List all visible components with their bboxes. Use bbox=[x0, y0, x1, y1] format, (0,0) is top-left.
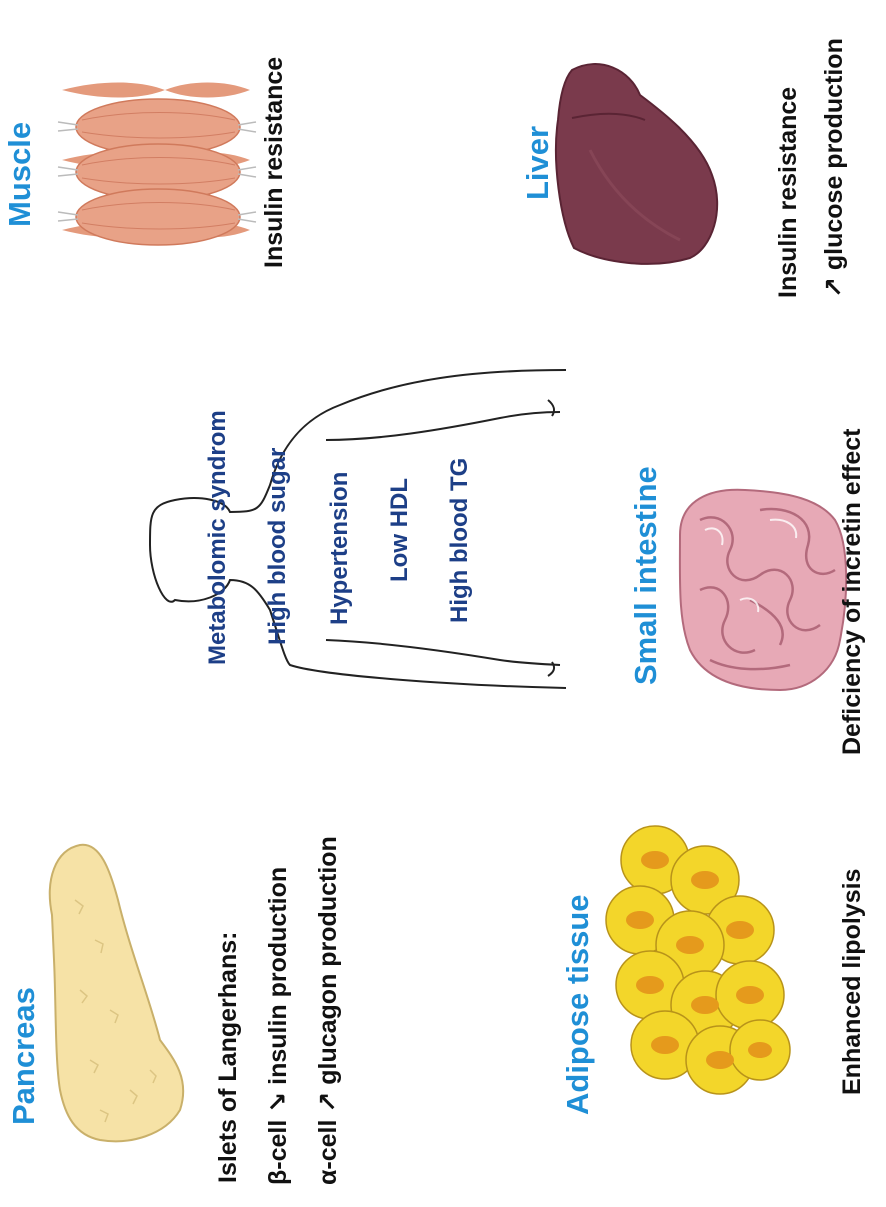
liver-effect-2: ↗ glucose production bbox=[822, 38, 847, 298]
syndrome-item-3: Hypertension bbox=[328, 472, 352, 625]
pancreas-effect-2: β-cell ↘ insulin production bbox=[266, 867, 291, 1185]
adipose-tissue-illustration bbox=[606, 826, 790, 1094]
muscle-illustration bbox=[58, 83, 256, 246]
syndrome-item-5: High blood TG bbox=[448, 458, 472, 623]
adipose-tissue-effect-1: Enhanced lipolysis bbox=[840, 869, 865, 1095]
muscle-title: Muscle bbox=[4, 122, 35, 227]
muscle-effect-1: Insulin resistance bbox=[262, 57, 287, 268]
small-intestine-effect-1: Deficiency of incretin effect bbox=[840, 429, 865, 755]
pancreas-effect-1: Islets of Langerhans: bbox=[216, 932, 241, 1183]
pancreas-illustration bbox=[50, 845, 183, 1141]
syndrome-item-2: High blood sugar bbox=[266, 448, 290, 645]
liver-illustration bbox=[556, 64, 717, 264]
syndrome-item-1: Metabolomic syndrom bbox=[206, 410, 230, 665]
adipose-tissue-title: Adipose tissue bbox=[562, 895, 593, 1116]
small-intestine-title: Small intestine bbox=[630, 466, 661, 685]
pancreas-effect-3: α-cell ↗ glucagon production bbox=[316, 836, 341, 1185]
syndrome-item-4: Low HDL bbox=[388, 478, 412, 582]
liver-effect-1: Insulin resistance bbox=[776, 87, 801, 298]
pancreas-title: Pancreas bbox=[8, 987, 39, 1125]
small-intestine-illustration bbox=[680, 490, 846, 690]
liver-title: Liver bbox=[522, 126, 553, 200]
